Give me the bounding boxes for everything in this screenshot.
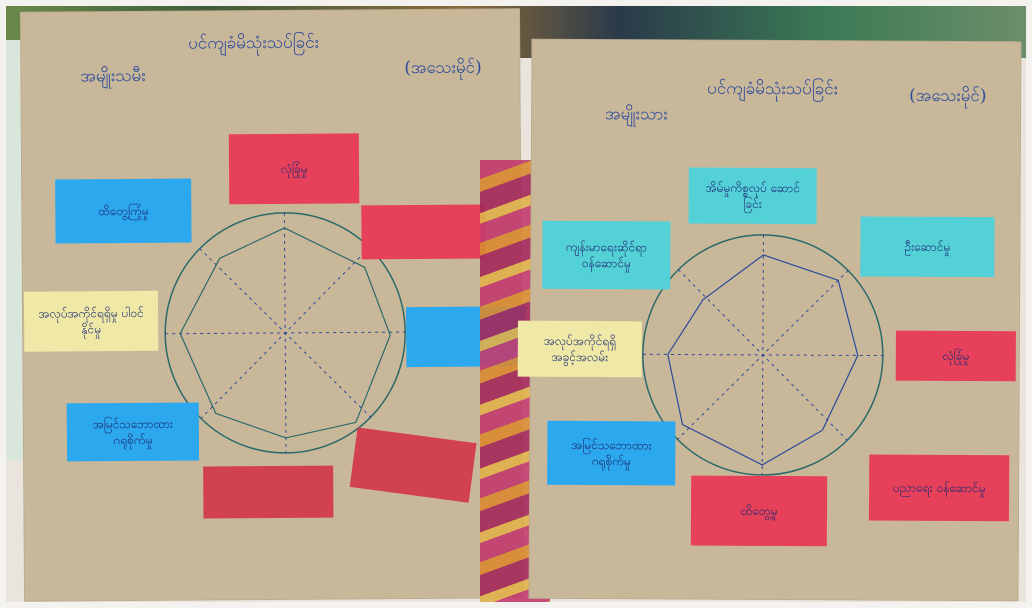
right-note-top: အိမ်မှုကိစ္စလုပ် ဆောင်ခြင်း — [688, 167, 817, 225]
left-note-top: လုံခြုံမှု — [228, 133, 360, 205]
right-poster: ပင်ကျခံမိသုံးသပ်ခြင်း အမျိုးသား (အသေးမို… — [517, 38, 1022, 602]
left-note-mid-left: အလုပ်အကိုင်ရရှိမှု ပါဝင်နိုင်မှု — [23, 290, 159, 352]
right-note-mid-left: အလုပ်အကိုင်ရရှိ အခွင့်အလမ်း — [517, 320, 642, 378]
left-poster-title: ပင်ကျခံမိသုံးသပ်ခြင်း — [188, 32, 320, 54]
left-note-lower-right — [349, 427, 477, 503]
right-spider-wheel — [642, 234, 884, 476]
right-note-upper-left: ကျန်းမာရေးဆိုင်ရာ ဝန်ဆောင်မှု — [542, 220, 671, 290]
right-note-mid-right: လုံခြုံမှု — [895, 330, 1016, 382]
right-note-lower-left: အမြင်သဘောထား ဂရုစိုက်မှု — [547, 420, 676, 486]
left-note-lower-left: အမြင်သဘောထား ဂရုစိုက်မှု — [66, 402, 200, 462]
left-poster-subtitle: အမျိုးသမီး — [80, 65, 146, 87]
right-note-lower-right: ပညာရေး ဝန်ဆောင်မှု — [868, 454, 1010, 522]
left-poster-tag: (အသေးမိုင်) — [404, 57, 482, 79]
left-spider-wheel — [164, 212, 406, 454]
right-poster-subtitle: အမျိုးသား — [605, 104, 668, 125]
right-note-bottom: ထိတွေ့မှု — [690, 475, 828, 547]
right-poster-tag: (အသေးမိုင်) — [909, 85, 987, 107]
left-poster: ပင်ကျခံမိသုံးသပ်ခြင်း အမျိုးသမီး (အသေးမိ… — [19, 8, 527, 602]
left-note-upper-left: ထိတွေ့ကြုံမှု — [55, 178, 192, 244]
left-note-bottom — [203, 465, 334, 519]
right-poster-title: ပင်ကျခံမိသုံးသပ်ခြင်း — [707, 78, 839, 100]
right-note-upper-right: ဦးဆောင်မှု — [860, 216, 995, 278]
left-note-upper-right — [361, 204, 486, 260]
